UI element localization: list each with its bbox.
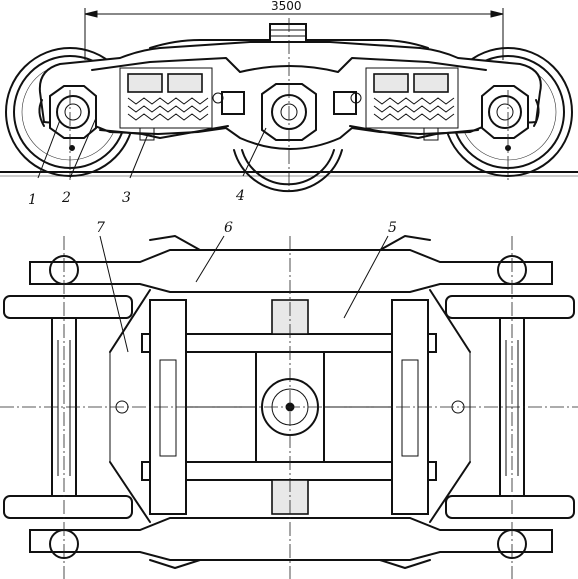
side-elevation-view: 3500: [0, 0, 578, 208]
right-spring-set: [365, 67, 459, 129]
callout-4: 4: [235, 188, 245, 204]
right-wheelset-plan: [445, 236, 575, 579]
callout-3: 3: [122, 190, 131, 206]
wheelbase-dimension-label: 3500: [271, 0, 302, 13]
callout-2: 2: [61, 190, 71, 206]
center-pivot-block: [269, 23, 307, 43]
center-wheel-side: [233, 149, 343, 193]
plan-view: 7 6 5: [0, 220, 578, 579]
wheelbase-dimension: 3500: [84, 0, 504, 60]
callout-6: 6: [224, 220, 233, 236]
left-spring-set: [119, 67, 213, 129]
callout-7: 7: [96, 220, 105, 236]
bottom-side-frame-plan: [29, 517, 553, 561]
top-side-frame-plan: [29, 249, 553, 293]
left-axle-box: [38, 85, 97, 139]
callout-1: 1: [28, 192, 37, 208]
callout-5: 5: [388, 220, 397, 236]
right-axle-box: [481, 85, 540, 139]
